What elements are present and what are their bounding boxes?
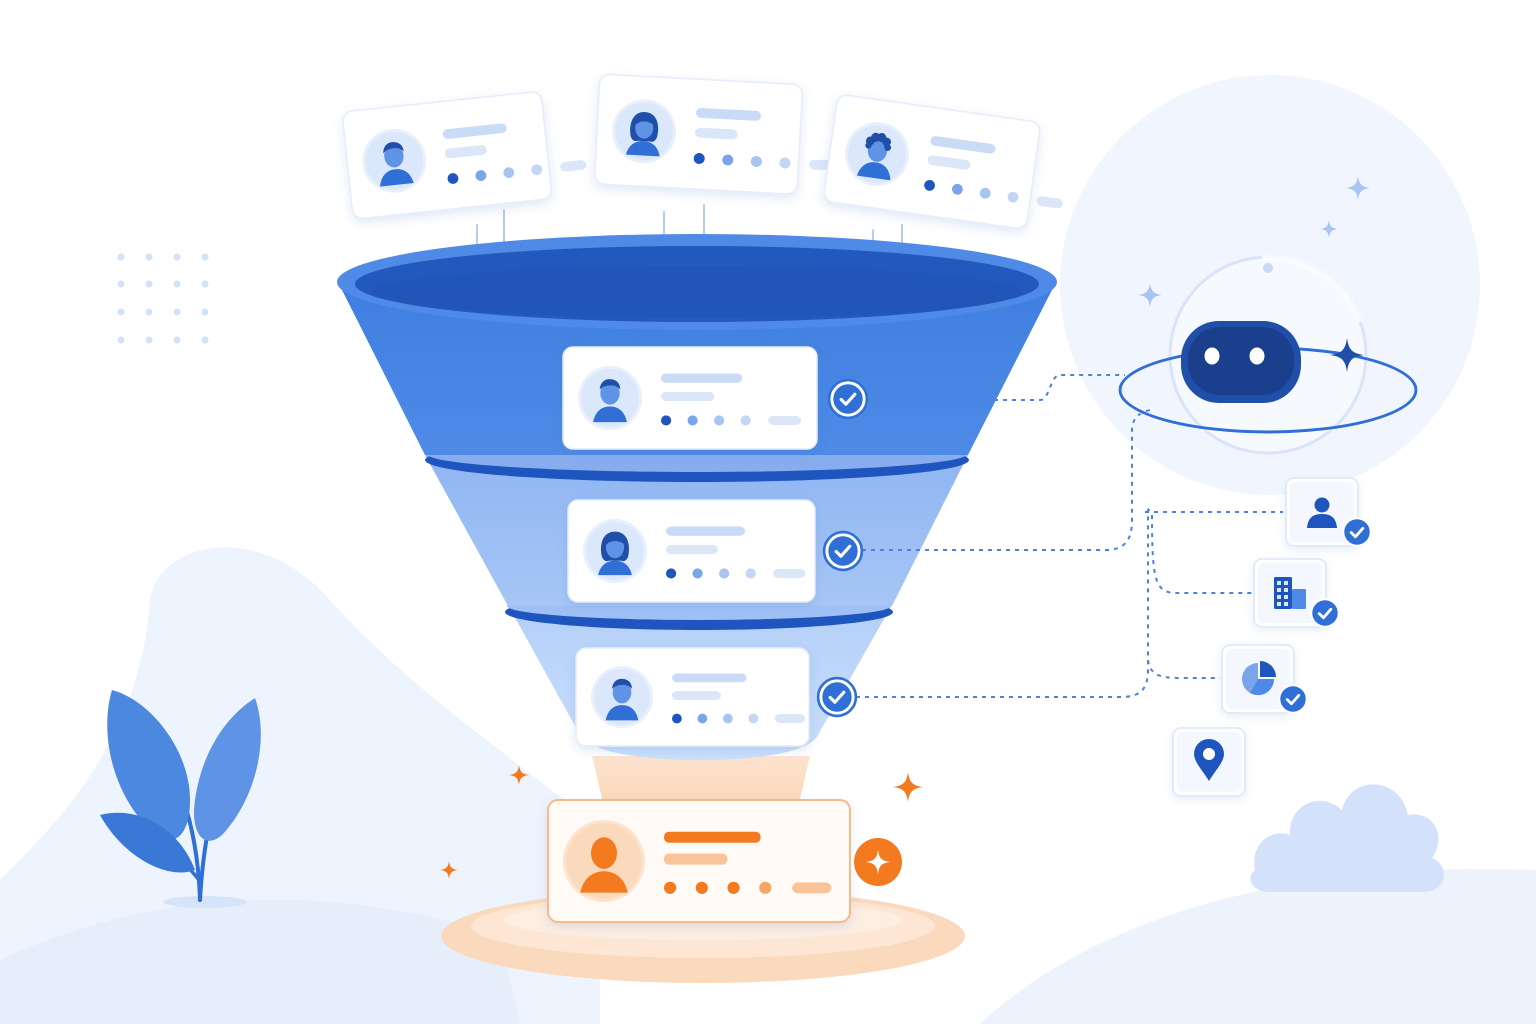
meta-placeholder-bar	[774, 714, 806, 723]
qualified-lead-card	[547, 799, 851, 923]
rating-dot	[779, 157, 791, 169]
check-icon	[827, 378, 869, 420]
woman-avatar-icon	[586, 522, 644, 580]
attribute-tile	[1221, 644, 1310, 716]
incoming-lead-card	[594, 73, 836, 195]
rating-dot	[664, 881, 677, 894]
name-placeholder-bar	[661, 373, 743, 383]
funnel-stage-card	[562, 346, 818, 450]
rating-dot	[1007, 191, 1019, 203]
funnel-stage-card	[567, 499, 816, 603]
ground-left	[0, 899, 520, 1024]
name-placeholder-bar	[666, 526, 746, 536]
incoming-lead-card	[823, 94, 1063, 229]
verified-check-icon	[1340, 515, 1374, 549]
rating-dot	[666, 568, 677, 579]
rating-dot	[695, 881, 708, 894]
meta-placeholder-bar	[792, 882, 832, 894]
verified-check-icon	[1276, 682, 1310, 716]
rating-dot	[661, 415, 672, 426]
rating-dot	[951, 183, 963, 195]
bush-icon	[1250, 784, 1445, 892]
rating-dot	[722, 154, 734, 166]
rating-dot	[672, 713, 682, 724]
rating-dot	[719, 568, 730, 579]
funnel-stage-card	[575, 647, 810, 747]
ai-assistant	[1117, 255, 1419, 455]
name-placeholder-bar	[672, 673, 747, 683]
user-icon	[1307, 497, 1337, 528]
name-placeholder-bar	[442, 123, 507, 139]
incoming-leads	[342, 73, 1063, 229]
location-pin-icon	[1194, 739, 1224, 781]
left-hill	[0, 547, 600, 1024]
rating-dot	[475, 170, 487, 181]
rating-dot	[697, 713, 708, 724]
rating-dot	[447, 173, 459, 184]
meta-placeholder-bar	[773, 568, 806, 579]
rating-dot	[531, 164, 543, 176]
man-avatar-icon	[581, 369, 639, 427]
title-placeholder-bar	[672, 691, 721, 700]
meta-placeholder-bar	[560, 160, 587, 172]
dot-grid	[117, 253, 209, 344]
meta-placeholder-bar	[768, 415, 802, 426]
rating-dot	[714, 415, 725, 426]
name-placeholder-bar	[696, 107, 761, 121]
rating-dot	[687, 415, 698, 426]
qualified-lead	[547, 799, 905, 923]
robot-head-icon	[1181, 321, 1301, 403]
funnel-opening	[355, 246, 1039, 322]
rating-dot	[692, 568, 703, 579]
ground-right	[980, 869, 1536, 1024]
man-avatar-icon	[594, 669, 650, 725]
meta-placeholder-bar	[1036, 196, 1063, 209]
building-icon	[1274, 577, 1306, 609]
rating-dot	[979, 187, 991, 199]
plant-icon	[100, 690, 261, 908]
title-placeholder-bar	[661, 391, 715, 402]
rating-dot	[740, 415, 751, 426]
check-icon	[822, 530, 864, 572]
background-decor	[0, 75, 1536, 1024]
rating-dot	[745, 568, 756, 579]
name-placeholder-bar	[930, 136, 996, 154]
incoming-lead-card	[342, 91, 587, 220]
rating-dot	[748, 713, 759, 724]
person-silhouette-icon	[566, 823, 642, 899]
attribute-tile	[1172, 727, 1246, 797]
title-placeholder-bar	[666, 544, 718, 555]
rating-dot	[759, 881, 772, 894]
rating-dot	[727, 881, 740, 894]
attribute-tile	[1285, 477, 1374, 549]
verified-check-icon	[1308, 596, 1342, 630]
title-placeholder-bar	[927, 155, 971, 170]
rating-dot	[693, 153, 705, 165]
name-placeholder-bar	[664, 831, 761, 843]
pie-chart-icon	[1242, 661, 1276, 696]
rating-dot	[924, 179, 935, 191]
attribute-tile	[1253, 558, 1342, 630]
check-icon	[816, 676, 858, 718]
title-placeholder-bar	[695, 127, 738, 140]
title-placeholder-bar	[664, 853, 728, 865]
rating-dot	[503, 167, 515, 179]
rating-dot	[722, 713, 733, 724]
title-placeholder-bar	[444, 145, 487, 159]
rating-dot	[750, 156, 762, 168]
enrichment-attributes	[1172, 477, 1374, 797]
funnel-stages	[562, 346, 869, 747]
